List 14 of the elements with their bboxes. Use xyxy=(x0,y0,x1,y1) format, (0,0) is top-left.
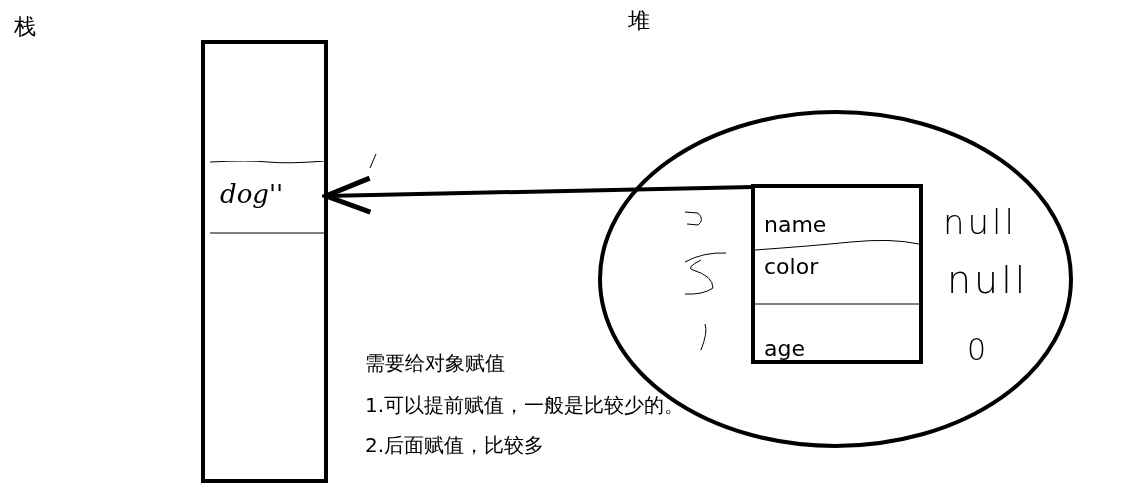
note-text: 2.后面赋值，比较多 xyxy=(365,432,545,459)
field-label: age xyxy=(764,336,805,361)
field-label: name xyxy=(764,212,827,237)
handwritten-value: null xyxy=(943,202,1017,242)
handwritten-text: dog'' xyxy=(220,179,284,209)
stack-column xyxy=(201,40,328,483)
field-label: color xyxy=(764,254,819,279)
area-heading: 堆 xyxy=(628,7,650,35)
handwritten-value: 0 xyxy=(967,332,990,367)
area-heading: 栈 xyxy=(14,13,36,41)
note-text: 需要给对象赋值 xyxy=(365,350,505,377)
handwritten-value: null xyxy=(947,258,1029,302)
note-text: 1.可以提前赋值，一般是比较少的。 xyxy=(365,392,685,419)
arrow xyxy=(323,175,754,215)
